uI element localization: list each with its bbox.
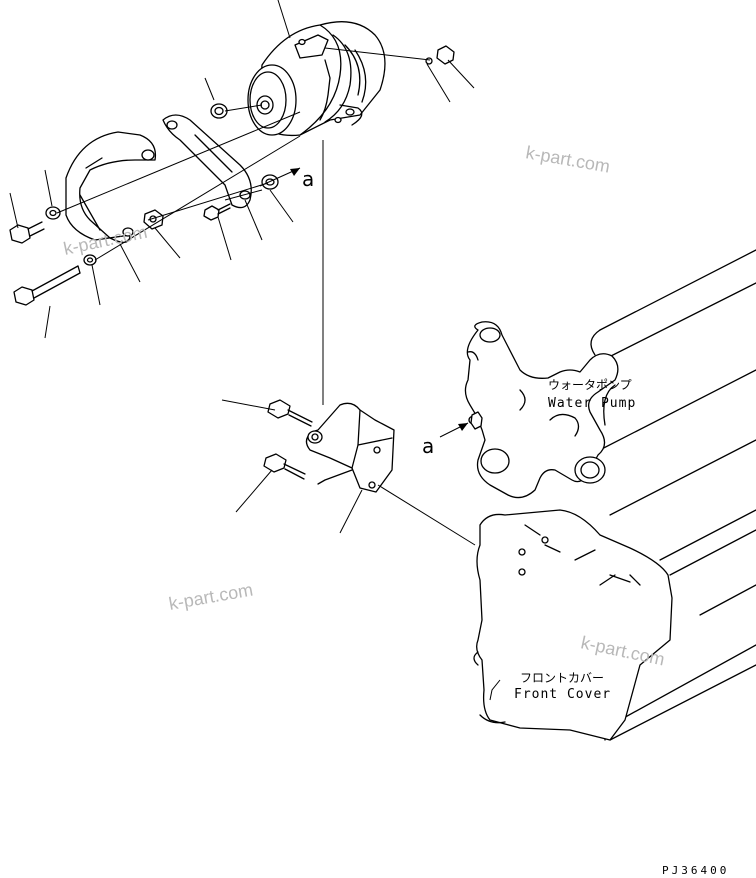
mounting-bracket xyxy=(263,399,395,493)
alternator xyxy=(247,21,386,137)
water-pump-label-jp: ウォータポンプ xyxy=(548,378,632,392)
view-marker-label-2: a xyxy=(422,434,434,458)
water-pump-label-en: Water Pump xyxy=(548,396,636,411)
watermark: k-part.com xyxy=(524,142,611,176)
view-marker-label: a xyxy=(302,167,314,191)
fasteners xyxy=(9,45,455,306)
assembly-lines xyxy=(56,47,476,546)
alternator-stay xyxy=(65,131,157,243)
front-cover-label-jp: フロントカバー xyxy=(520,671,604,685)
watermark: k-part.com xyxy=(167,579,254,613)
adjusting-strap xyxy=(162,114,252,209)
drawing-code: PJ36400 xyxy=(662,864,729,877)
leader-lines xyxy=(9,0,501,701)
front-cover-label-en: Front Cover xyxy=(514,687,611,702)
front-cover xyxy=(473,509,673,741)
view-arrow-2: a xyxy=(422,411,483,458)
view-arrow-1: a xyxy=(259,167,314,191)
water-pump xyxy=(464,321,619,499)
